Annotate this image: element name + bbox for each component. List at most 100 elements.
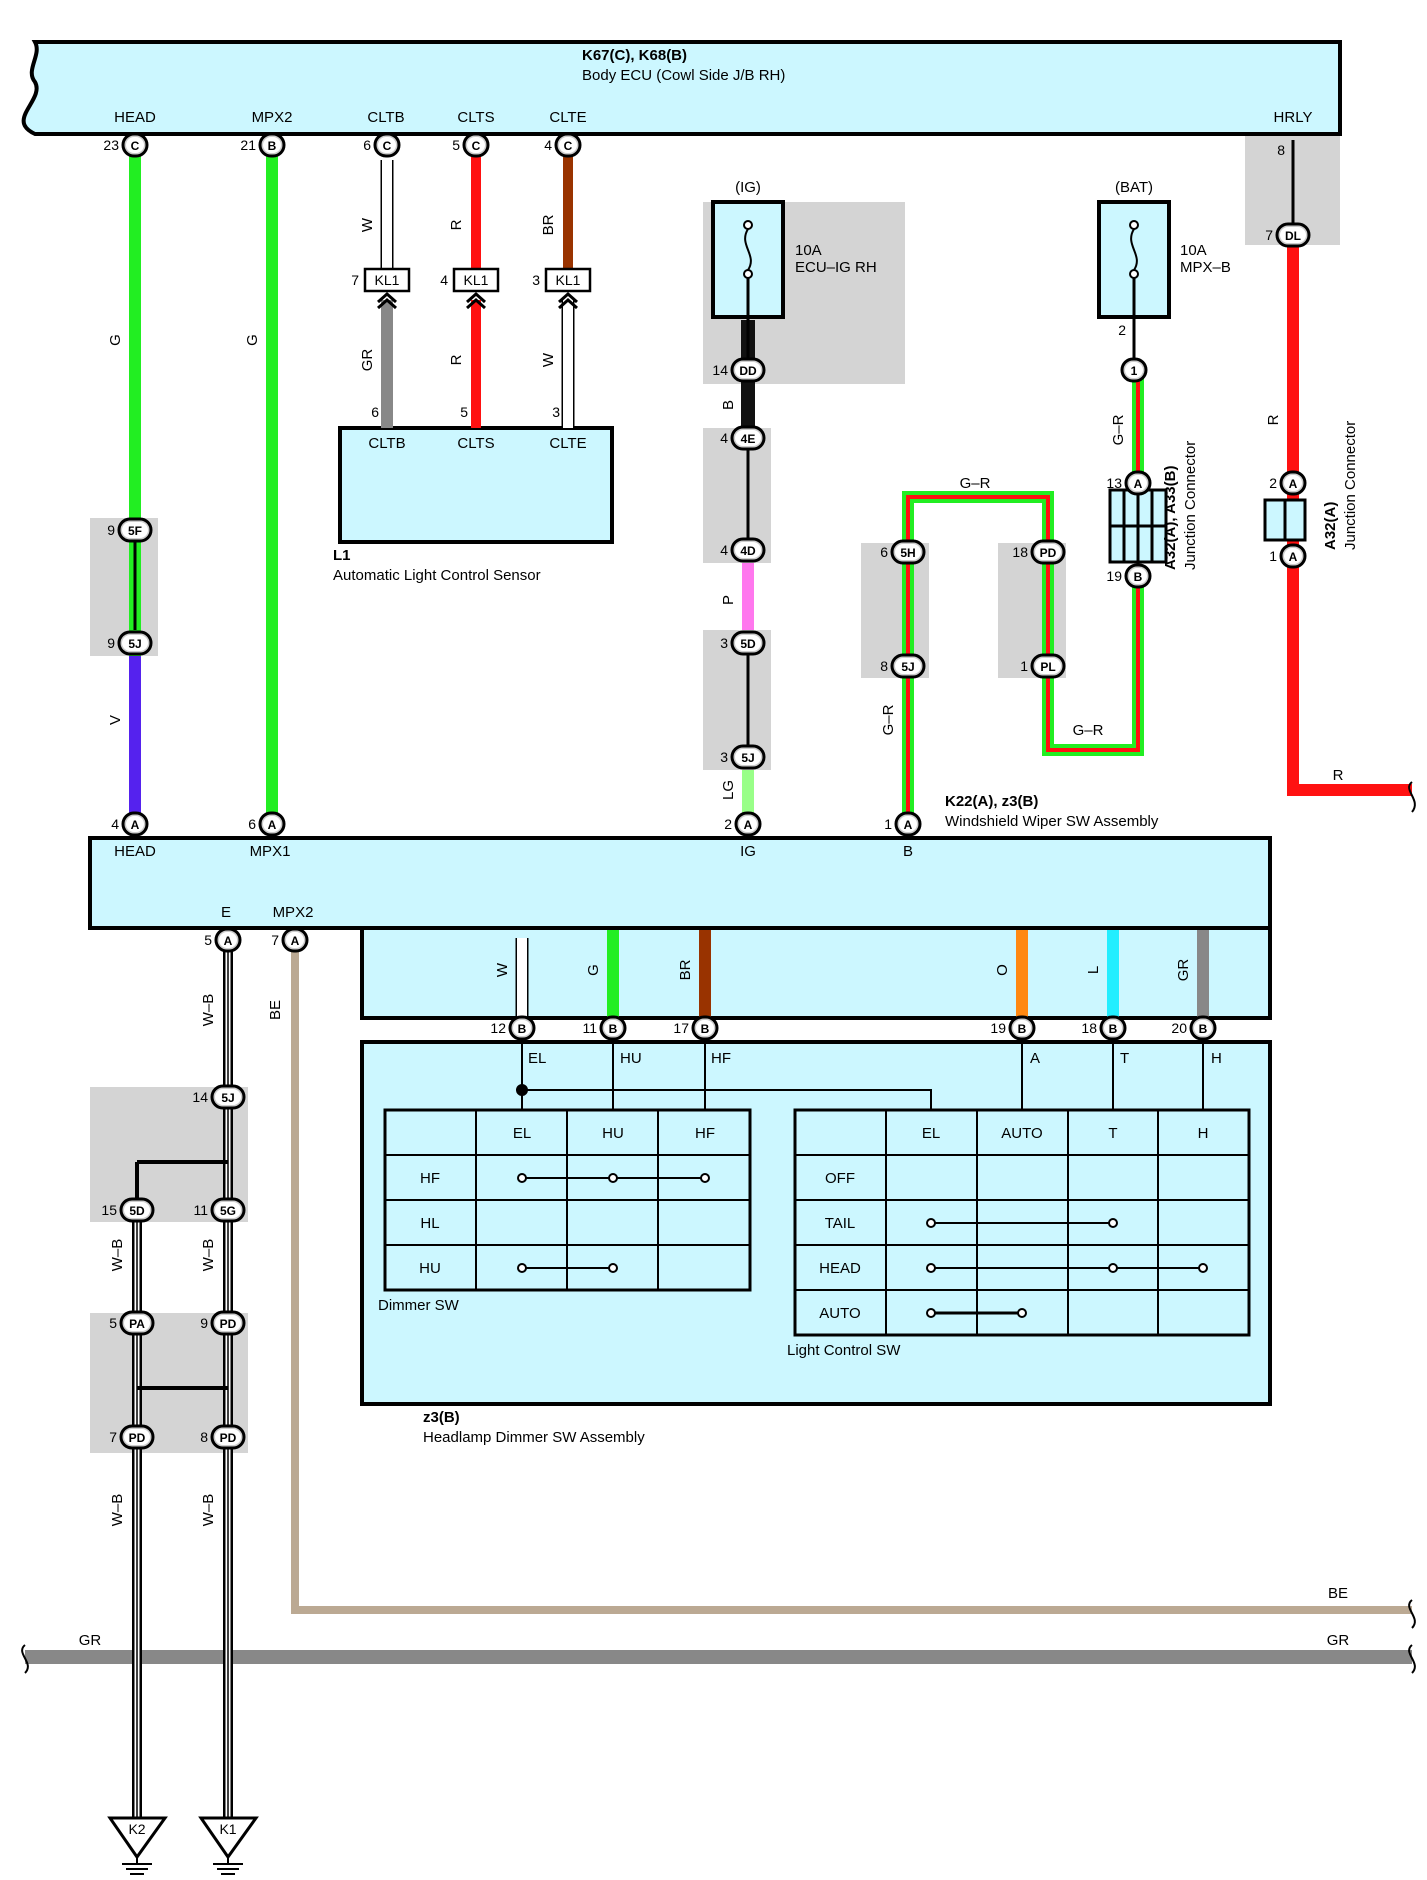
- light-row-head: HEAD: [819, 1260, 861, 1277]
- connector-c40-pin: 5: [109, 1315, 117, 1331]
- connector-c31-pin: 4: [111, 816, 119, 832]
- wire-label-w15: G–R: [1073, 722, 1104, 739]
- ecu-terminal-cltb: CLTB: [367, 109, 404, 126]
- connector-c5-code: C: [564, 139, 573, 153]
- connector-c9: KL1 4: [440, 267, 500, 310]
- wiper-terminal-b: B: [903, 843, 913, 860]
- dimmer-line-h: H: [1211, 1050, 1222, 1067]
- connector-c36-code: A: [291, 934, 300, 948]
- junction-a32-a33-title: Junction Connector: [1182, 441, 1199, 570]
- connector-c45-pin: 11: [582, 1020, 597, 1036]
- connector-c18-code: 5J: [741, 751, 754, 765]
- fuse-ig-rating: 10A: [795, 242, 822, 259]
- connector-c31-code: A: [131, 818, 140, 832]
- connector-c14-code: DD: [739, 364, 757, 378]
- wire-label-w31: BE: [1328, 1585, 1348, 1602]
- connector-c34-pin: 1: [884, 816, 892, 832]
- connector-c2: B21: [240, 132, 286, 158]
- connector-c13-pin: 3: [552, 404, 560, 420]
- wire-label-w26: G: [585, 964, 602, 976]
- connector-c4-pin: 5: [452, 137, 460, 153]
- connector-c17: 5D3: [720, 630, 766, 656]
- connector-c46: B17: [673, 1015, 719, 1041]
- connector-c9-code: KL1: [464, 272, 489, 288]
- dimmer-line-el: EL: [528, 1050, 546, 1067]
- connector-c49: B20: [1171, 1015, 1217, 1041]
- connector-c26-code: 5J: [901, 660, 914, 674]
- wiper-terminal-head: HEAD: [114, 843, 156, 860]
- wire-break-marks: [21, 781, 1416, 1674]
- light-row-auto: AUTO: [819, 1305, 860, 1322]
- ground-k2: K2: [107, 1816, 168, 1875]
- wire-label-w19: W–B: [200, 994, 217, 1027]
- connector-c15-pin: 4: [720, 430, 728, 446]
- connector-c45-code: B: [609, 1022, 618, 1036]
- connector-c30-pin: 9: [107, 635, 115, 651]
- connector-c38-pin: 15: [101, 1202, 117, 1218]
- connector-c4-code: C: [472, 139, 481, 153]
- connector-c3-code: C: [383, 139, 392, 153]
- connector-c48: B18: [1081, 1015, 1127, 1041]
- dimmer-sw-caption: Dimmer SW: [378, 1297, 460, 1314]
- connector-c15: 4E 4: [720, 425, 766, 451]
- wire-label-w23: W–B: [109, 1494, 126, 1527]
- ground-k2-label: K2: [128, 1821, 145, 1837]
- dimmer-col-hu: HU: [602, 1125, 624, 1142]
- connector-c20: 1: [1120, 357, 1148, 383]
- wire-label-w6: GR: [359, 349, 376, 372]
- wire-label-w11: P: [720, 595, 737, 605]
- body-ecu-id: K67(C), K68(B): [582, 47, 687, 64]
- connector-c3: C6: [363, 132, 401, 158]
- connector-c22-pin: 19: [1106, 568, 1122, 584]
- connector-c43-pin: 8: [200, 1429, 208, 1445]
- fuse-bat-symbol: [1129, 220, 1139, 279]
- connector-c23-code: A: [1289, 477, 1298, 491]
- switch-continuity: [517, 1173, 1208, 1318]
- ecu-terminal-clte: CLTE: [549, 109, 586, 126]
- connector-c29-code: 5F: [128, 524, 142, 538]
- connector-c11-pin: 6: [371, 404, 379, 420]
- wire-label-w18: R: [1333, 767, 1344, 784]
- dimmer-assy-title: Headlamp Dimmer SW Assembly: [423, 1429, 645, 1446]
- connector-c15-code: 4E: [741, 432, 756, 446]
- connector-c29: 5F9: [107, 517, 153, 543]
- connector-c12-pin: 5: [460, 404, 468, 420]
- wire-label-w12: LG: [720, 780, 737, 800]
- dimmer-col-hf: HF: [695, 1125, 715, 1142]
- connector-c30-code: 5J: [128, 637, 141, 651]
- wire-label-w9: V: [107, 715, 124, 725]
- connector-c16-code: 4D: [740, 544, 756, 558]
- wire-label-w22: W–B: [109, 1239, 126, 1272]
- wire-label-w7: R: [448, 354, 465, 365]
- wire-label-w20: BE: [267, 1000, 284, 1020]
- wire-label-w3: W: [359, 217, 376, 232]
- fuse-ig-source: (IG): [735, 179, 761, 196]
- connector-c35: A5: [204, 927, 242, 953]
- connector-c31: A4: [111, 811, 149, 837]
- connector-c35-pin: 5: [204, 932, 212, 948]
- connector-c19-pin: 2: [1118, 322, 1126, 338]
- wire-label-w33: GR: [1327, 1632, 1350, 1649]
- fuse-ig-name: ECU–IG RH: [795, 259, 877, 276]
- fuse-bat-name: MPX–B: [1180, 259, 1231, 276]
- wire-label-w16: G–R: [1110, 414, 1127, 445]
- wire-label-w5: BR: [540, 214, 557, 235]
- connector-c9-pin: 4: [440, 272, 448, 288]
- connector-c36-pin: 7: [271, 932, 279, 948]
- connector-c1: C23: [103, 132, 149, 158]
- connector-c13: 3: [552, 404, 560, 420]
- connector-c28: PL1: [1020, 653, 1066, 679]
- connector-c4: C5: [452, 132, 490, 158]
- light-control-table: [793, 1108, 1251, 1337]
- ecu-terminal-clts: CLTS: [457, 109, 494, 126]
- connector-c23: A2: [1269, 470, 1307, 496]
- connector-c25: 5H6: [880, 539, 926, 565]
- body-ecu-title: Body ECU (Cowl Side J/B RH): [582, 67, 785, 84]
- light-row-tail: TAIL: [825, 1215, 856, 1232]
- connector-c6-pin: 8: [1277, 142, 1285, 158]
- dimmer-line-hu: HU: [620, 1050, 642, 1067]
